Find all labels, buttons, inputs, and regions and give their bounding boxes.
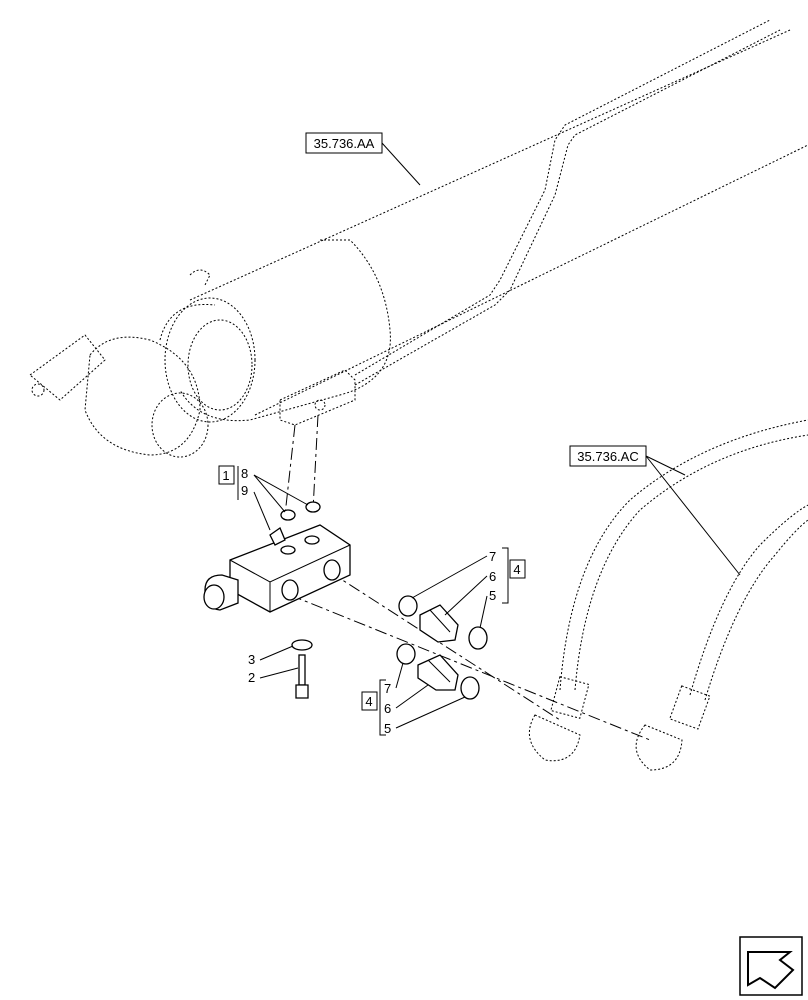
hydraulic-cylinder bbox=[29, 19, 808, 458]
callout-8: 8 bbox=[241, 466, 248, 481]
callout-6-top: 6 bbox=[489, 569, 496, 584]
centre-lines bbox=[284, 414, 651, 741]
reference-35-736-ac[interactable]: 35.736.AC bbox=[569, 445, 741, 576]
callout-6-bottom: 6 bbox=[384, 701, 391, 716]
ref-ac-label: 35.736.AC bbox=[577, 449, 638, 464]
navigation-arrow-icon[interactable] bbox=[739, 936, 803, 996]
callout-5-bottom: 5 bbox=[384, 721, 391, 736]
valve-block bbox=[203, 524, 351, 613]
callout-7-top: 7 bbox=[489, 549, 496, 564]
callout-group-4-bottom: 4 7 6 5 bbox=[361, 662, 466, 736]
callout-2: 2 bbox=[248, 670, 255, 685]
o-rings-5 bbox=[460, 626, 488, 700]
reference-35-736-aa[interactable]: 35.736.AA bbox=[305, 132, 421, 186]
callout-3: 3 bbox=[248, 652, 255, 667]
callout-4-bottom: 4 bbox=[365, 694, 372, 709]
hydraulic-hoses bbox=[528, 419, 808, 771]
callout-7-bottom: 7 bbox=[384, 681, 391, 696]
callout-5-top: 5 bbox=[489, 588, 496, 603]
bolt-and-washer bbox=[291, 639, 313, 699]
callout-4-top: 4 bbox=[513, 562, 520, 577]
callout-group-4-top: 7 6 5 4 bbox=[411, 547, 526, 629]
callout-group-1: 1 8 9 bbox=[218, 465, 309, 531]
callout-9: 9 bbox=[241, 483, 248, 498]
o-rings-7 bbox=[396, 595, 418, 665]
ref-aa-label: 35.736.AA bbox=[314, 136, 375, 151]
adapters-6 bbox=[417, 604, 459, 691]
callout-1: 1 bbox=[222, 468, 229, 483]
callout-bolt: 3 2 bbox=[248, 645, 299, 685]
seals-8-9 bbox=[280, 501, 321, 521]
